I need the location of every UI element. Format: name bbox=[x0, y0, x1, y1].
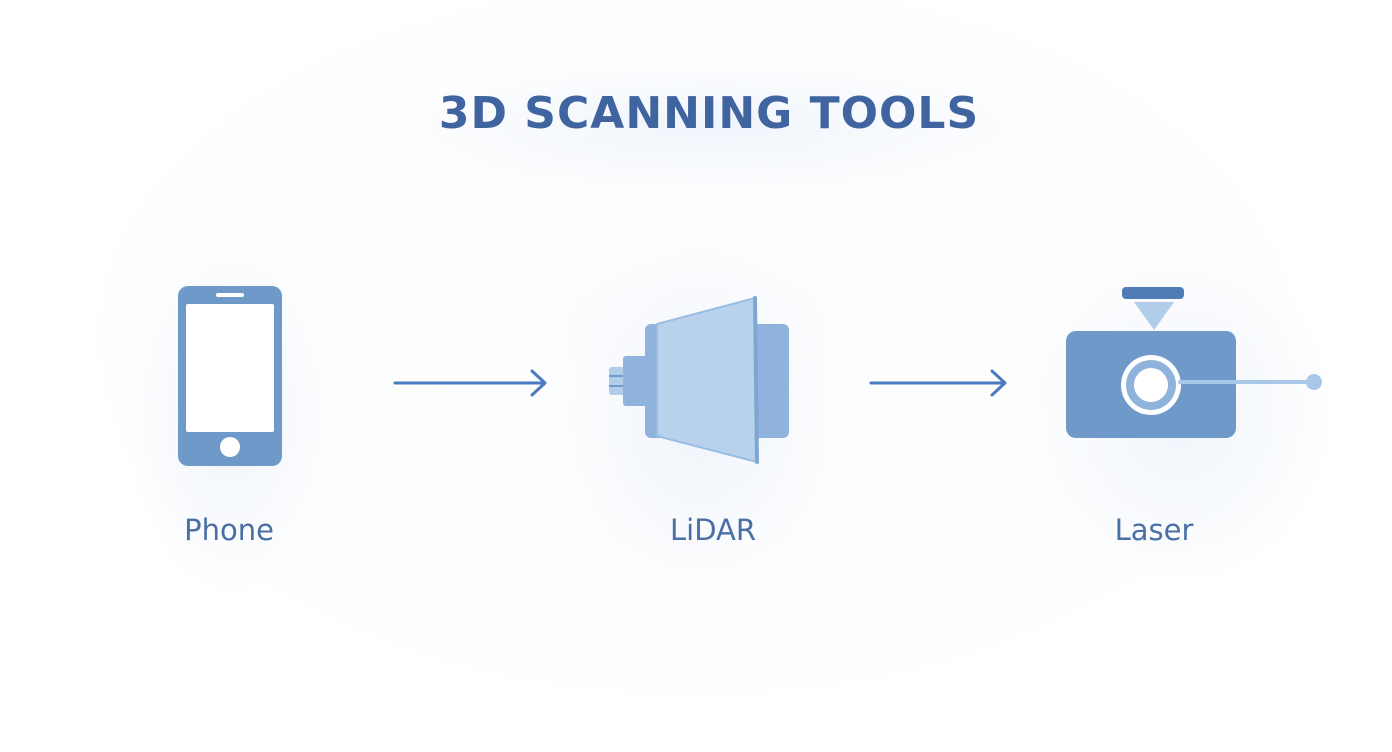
arrow-phone-to-lidar bbox=[393, 369, 547, 397]
laser-scanner-icon bbox=[1066, 287, 1322, 438]
step-label-lidar: LiDAR bbox=[669, 513, 757, 547]
step-label-phone: Phone bbox=[184, 513, 274, 547]
phone-icon bbox=[178, 286, 282, 466]
step-label-laser: Laser bbox=[1114, 513, 1194, 547]
arrow-lidar-to-laser bbox=[869, 369, 1007, 397]
lidar-sensor-icon bbox=[609, 296, 789, 464]
diagram-title: 3D SCANNING TOOLS bbox=[438, 88, 980, 139]
title-glow bbox=[395, 60, 1035, 190]
